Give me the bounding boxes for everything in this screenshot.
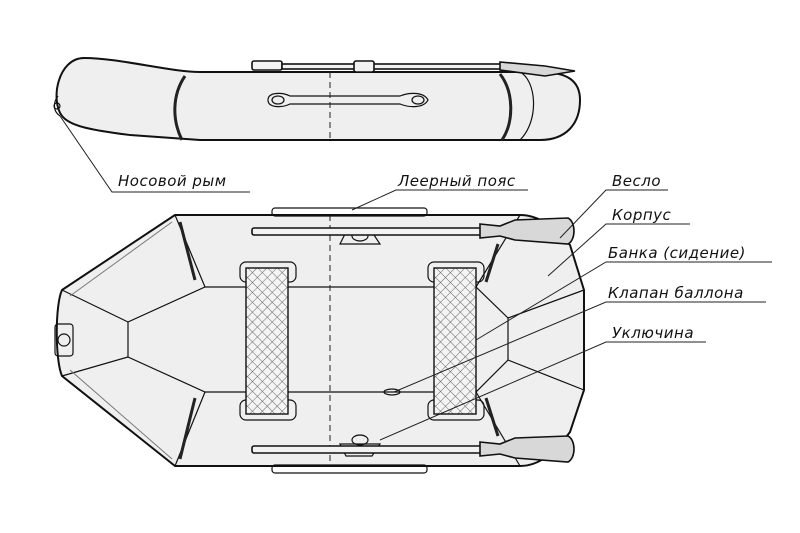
leader-seat (475, 261, 772, 341)
leader-bow-ring (59, 115, 250, 193)
side-seam-rear (498, 73, 513, 141)
label-valve: Клапан баллона (608, 284, 744, 302)
oar-bottom (251, 435, 575, 463)
leader-oarlock (379, 341, 706, 441)
safety-line-top (271, 207, 428, 217)
top-view (54, 207, 585, 474)
seat-rear (427, 261, 485, 421)
leader-valve (393, 301, 766, 393)
leaders (351, 189, 772, 441)
leader-hull (547, 223, 690, 277)
side-handle (267, 92, 429, 108)
label-oarlock: Уключина (612, 324, 694, 342)
valve (383, 388, 401, 396)
label-safety-line: Леерный пояс (397, 172, 516, 190)
seat-front (239, 261, 297, 421)
leader-oar (559, 189, 668, 239)
side-hull (55, 57, 581, 141)
label-oar: Весло (612, 172, 661, 190)
side-seam-front (173, 75, 187, 141)
label-seat: Банка (сидение) (608, 244, 746, 262)
safety-line-bottom (271, 464, 428, 474)
labels: Носовой рым Леерный пояс Весло Корпус Ба… (118, 172, 746, 342)
top-hull-outer (55, 214, 585, 467)
label-hull: Корпус (612, 206, 672, 224)
oar-top (251, 217, 575, 245)
bow-ring-top (54, 323, 74, 357)
leader-safety-line (351, 189, 528, 211)
side-oar (251, 60, 576, 77)
label-bow-ring: Носовой рым (118, 172, 227, 190)
side-view (53, 57, 581, 193)
